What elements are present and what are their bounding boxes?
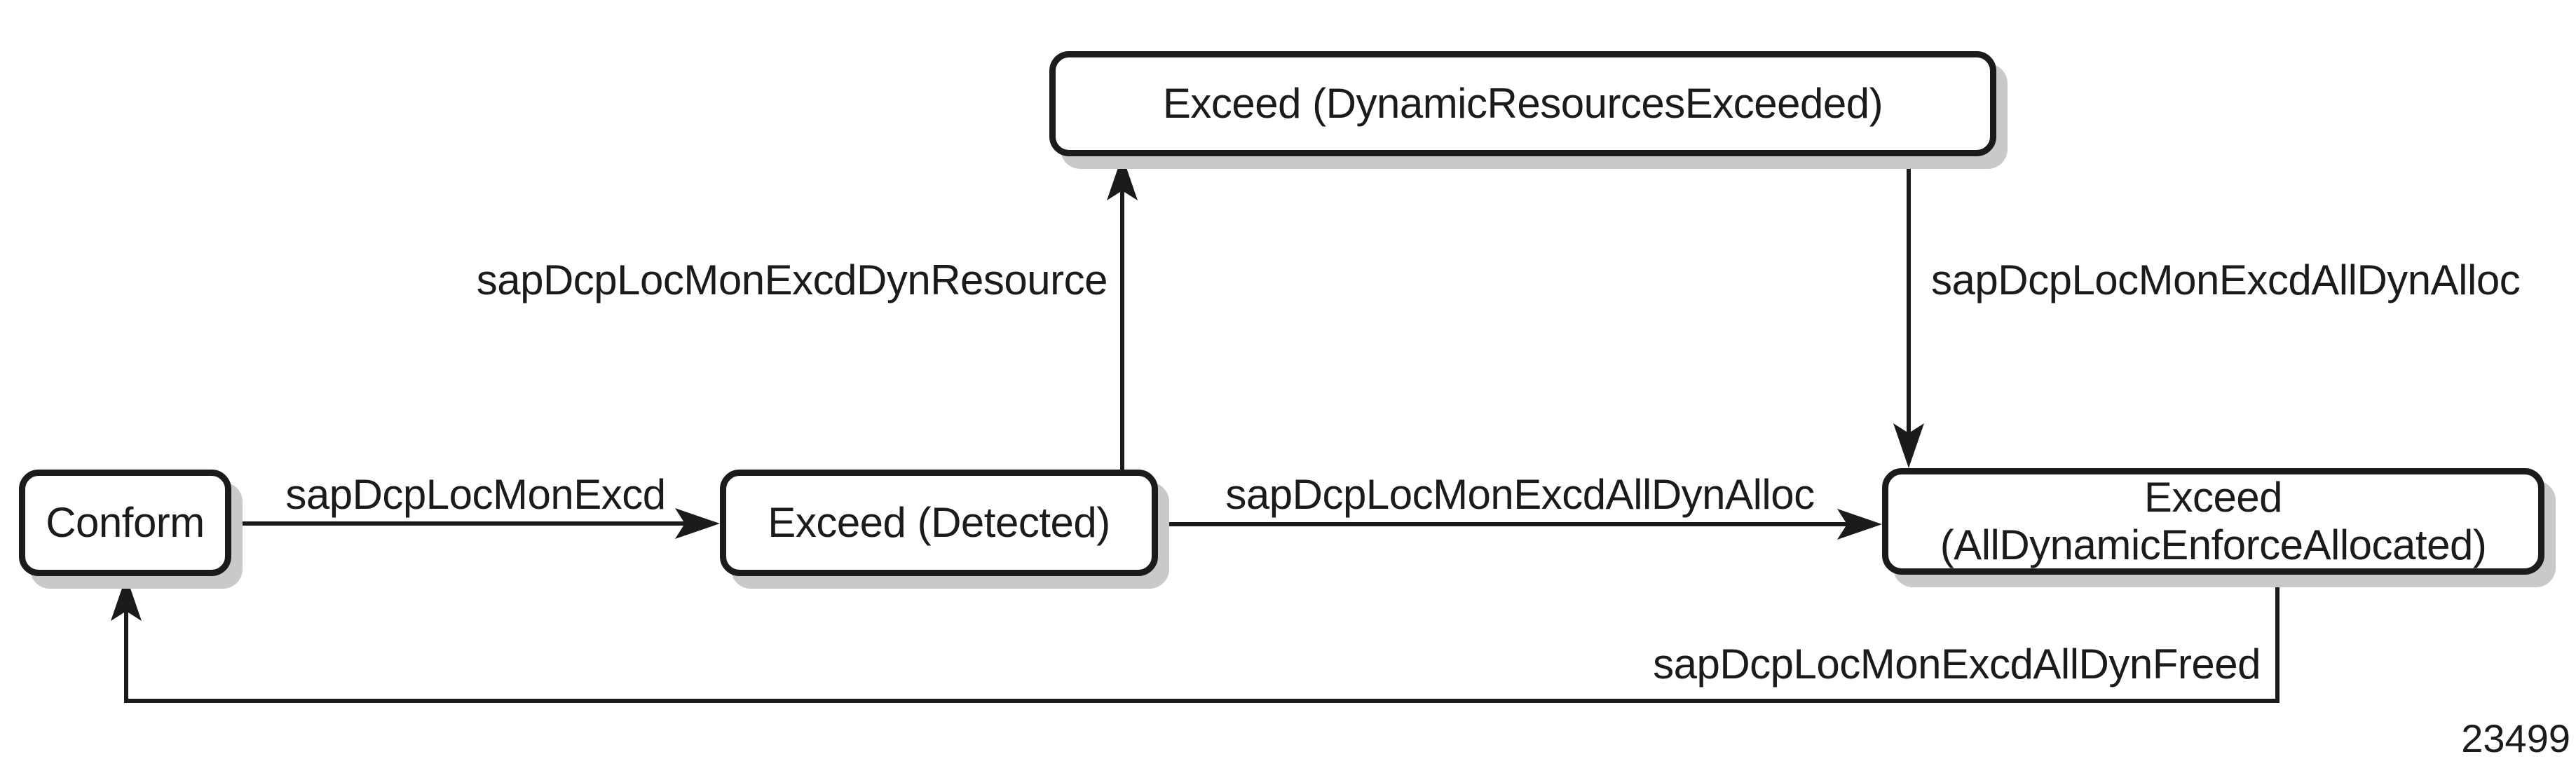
state-box-conform: Conform — [19, 470, 231, 576]
state-label-exceed-all-dynamic: Exceed (AllDynamicEnforceAllocated) — [1940, 474, 2487, 568]
figure-number: 23499 — [2461, 716, 2570, 759]
transition-label-all-to-conform: sapDcpLocMonExcdAllDynFreed — [1653, 641, 2261, 688]
state-label-exceed-dynamic-resources: Exceed (DynamicResourcesExceeded) — [1162, 80, 1883, 128]
transition-label-conform-to-detected: sapDcpLocMonExcd — [285, 471, 666, 518]
transition-label-detected-to-dynamic: sapDcpLocMonExcdDynResource — [476, 257, 1108, 303]
state-label-exceed-detected: Exceed (Detected) — [768, 499, 1110, 547]
state-box-exceed-dynamic-resources: Exceed (DynamicResourcesExceeded) — [1049, 51, 1996, 156]
transition-all-to-conform — [111, 576, 2279, 703]
transition-detected-to-dynamic — [1107, 156, 1138, 470]
transition-label-dynamic-to-all: sapDcpLocMonExcdAllDynAlloc — [1931, 257, 2521, 303]
transition-polyline — [124, 576, 2279, 703]
arrowhead-right — [1837, 509, 1882, 540]
arrowhead-up — [1107, 156, 1138, 200]
arrowhead-up — [111, 576, 142, 621]
arrowhead-right — [675, 508, 720, 539]
transition-detected-to-all — [1158, 509, 1882, 540]
transition-dynamic-to-all — [1893, 156, 1924, 468]
state-box-exceed-all-dynamic: Exceed (AllDynamicEnforceAllocated) — [1882, 468, 2544, 575]
arrowhead-down — [1893, 423, 1924, 468]
transition-label-detected-to-all: sapDcpLocMonExcdAllDynAlloc — [1225, 471, 1815, 518]
state-box-exceed-detected: Exceed (Detected) — [720, 470, 1158, 576]
state-label-conform: Conform — [46, 499, 205, 547]
transition-conform-to-detected — [231, 508, 720, 539]
